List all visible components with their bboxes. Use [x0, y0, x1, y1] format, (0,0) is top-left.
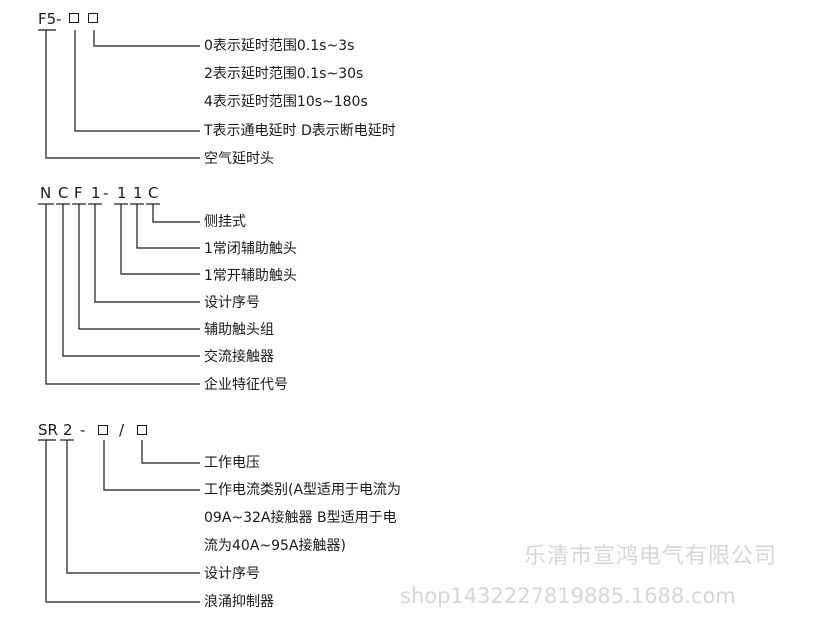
- leader-line-aux-group: [78, 204, 200, 330]
- code-char-f: F: [74, 184, 83, 202]
- code-char-dash: -: [103, 184, 109, 202]
- code-char-1c: 1: [133, 184, 143, 202]
- leader-line-ac-contactor: [62, 204, 200, 357]
- code-dash: -: [80, 421, 86, 439]
- code-char-c2: C: [148, 184, 159, 202]
- placeholder-box-current: [98, 425, 108, 435]
- leader-line-side-mount: [152, 204, 200, 223]
- code-char-c: C: [58, 184, 69, 202]
- placeholder-box-range: [88, 13, 98, 23]
- label-nc-aux-contact: 1常闭辅助触头: [204, 241, 297, 257]
- label-range-4: 4表示延时范围10s~180s: [204, 94, 368, 110]
- leader-line-surge: [45, 440, 200, 603]
- label-air-delay-head: 空气延时头: [204, 151, 274, 167]
- label-surge-suppressor: 浪涌抑制器: [204, 594, 274, 610]
- label-design-no: 设计序号: [204, 295, 260, 311]
- label-aux-contact-group: 辅助触头组: [204, 322, 274, 338]
- leader-line-delay-range: [93, 30, 200, 47]
- watermark-url: shop1432227819885.1688.com: [400, 584, 736, 608]
- label-ac-contactor: 交流接触器: [204, 349, 274, 365]
- code-char-1: 1: [91, 184, 101, 202]
- code-2: 2: [63, 421, 73, 439]
- leader-line-voltage: [141, 440, 200, 464]
- label-no-aux-contact: 1常开辅助触头: [204, 268, 297, 284]
- leader-line-no-aux: [120, 204, 200, 275]
- placeholder-box-voltage: [137, 425, 147, 435]
- leader-line-current-class: [103, 440, 200, 491]
- label-working-voltage: 工作电压: [204, 455, 260, 471]
- watermark-company: 乐清市宣鸿电气有限公司: [524, 544, 778, 569]
- code-sr: SR: [38, 421, 58, 439]
- label-range-0: 0表示延时范围0.1s~3s: [204, 38, 355, 54]
- label-range-2: 2表示延时范围0.1s~30s: [204, 66, 364, 82]
- code-f5-prefix: F5-: [38, 10, 62, 28]
- code-char-n: N: [40, 184, 52, 202]
- code-char-1b: 1: [117, 184, 127, 202]
- label-current-class-3: 流为40A~95A接触器): [204, 538, 346, 554]
- leader-line-delay-type: [74, 30, 200, 132]
- label-delay-type: T表示通电延时 D表示断电延时: [204, 123, 396, 139]
- label-current-class-1: 工作电流类别(A型适用于电流为: [204, 482, 402, 498]
- label-company-code: 企业特征代号: [204, 377, 288, 393]
- leader-line-design-no-2: [66, 440, 200, 574]
- label-design-no-2: 设计序号: [204, 566, 260, 582]
- leader-line-air-delay-head: [45, 30, 200, 159]
- label-side-mount: 侧挂式: [204, 214, 246, 230]
- leader-line-design-no: [94, 204, 200, 303]
- leader-line-company-code: [45, 204, 200, 385]
- label-current-class-2: 09A~32A接触器 B型适用于电: [204, 510, 397, 526]
- leader-line-nc-aux: [136, 204, 200, 249]
- placeholder-box-type: [69, 13, 79, 23]
- code-slash: /: [119, 421, 125, 439]
